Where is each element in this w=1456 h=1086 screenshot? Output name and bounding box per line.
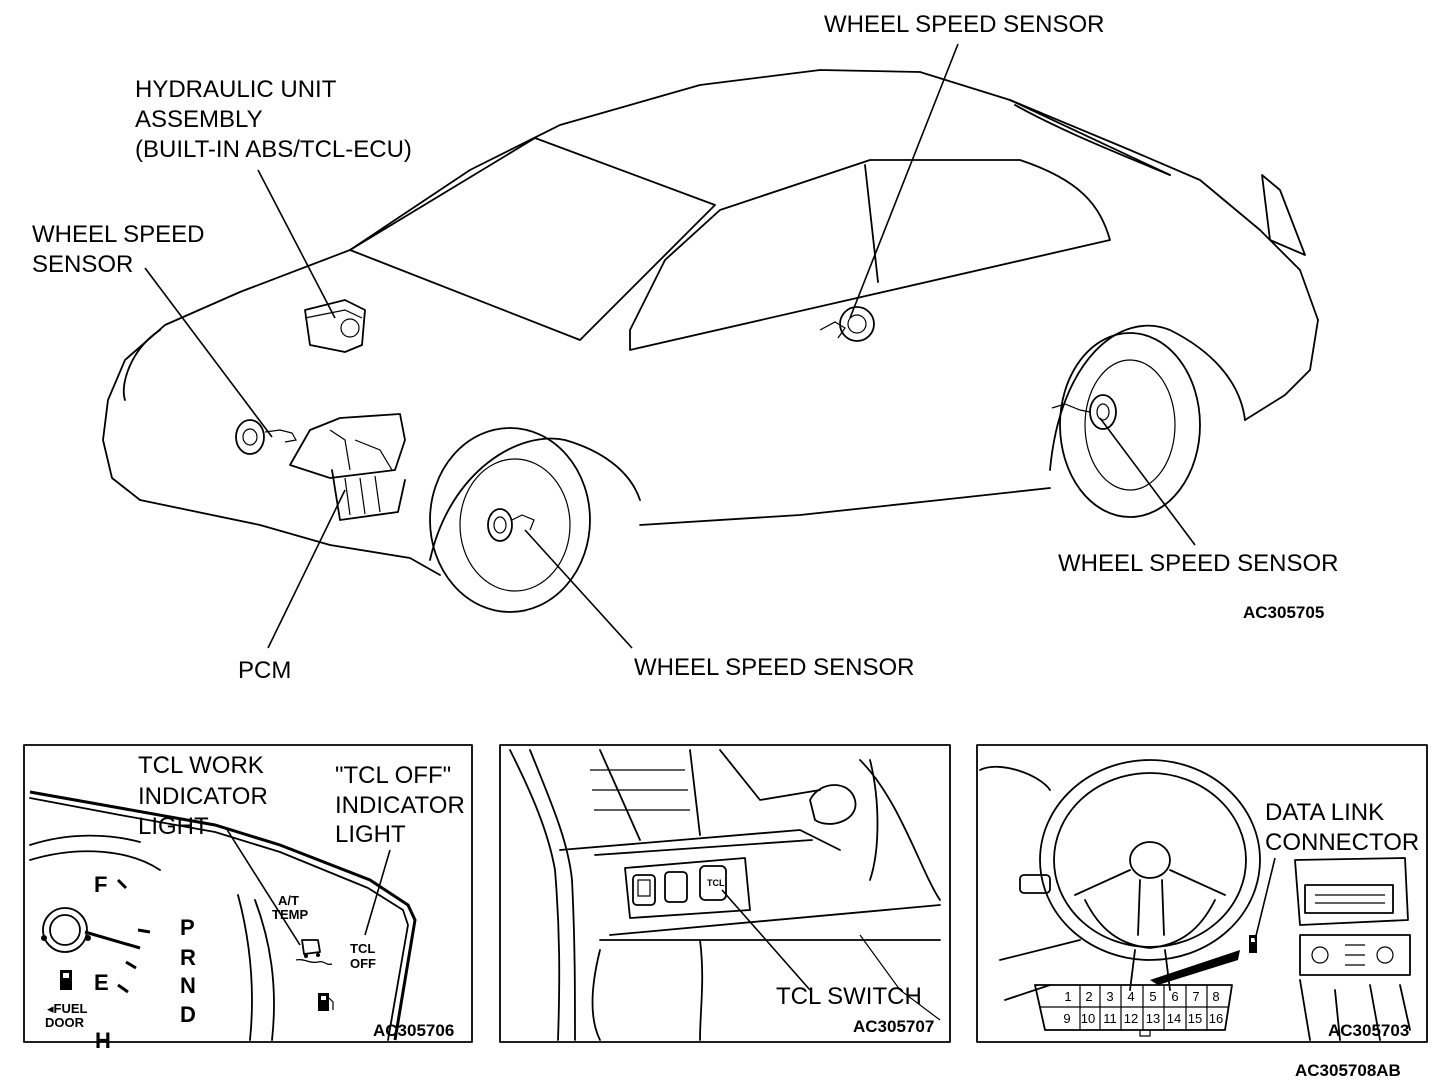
dlc-pin-4: 4 (1127, 989, 1134, 1004)
figure-code-dlc: AC305703 (1328, 1021, 1409, 1040)
dlc-pin-13: 13 (1146, 1011, 1160, 1026)
panel-switch (499, 744, 951, 1043)
figure-code-main: AC305705 (1243, 603, 1324, 622)
switch-mark-tcl: TCL (707, 878, 725, 888)
gauge-mark-off: OFF (350, 956, 376, 971)
figure-code-overall: AC305708AB (1295, 1061, 1401, 1080)
label-hydraulic-unit-line2: ASSEMBLY (135, 106, 263, 133)
label-tcl-switch: TCL SWITCH (776, 983, 922, 1010)
dlc-pin-8: 8 (1212, 989, 1219, 1004)
gauge-mark-fuel-door-line1: ◂FUEL (47, 1001, 88, 1016)
label-wss-front-bottom: WHEEL SPEED SENSOR (634, 654, 915, 681)
label-wss-front-left-line1: WHEEL SPEED (32, 221, 205, 248)
label-wss-rear-right: WHEEL SPEED SENSOR (1058, 550, 1339, 577)
label-pcm: PCM (238, 657, 291, 684)
dlc-pin-3: 3 (1106, 989, 1113, 1004)
dlc-pin-11: 11 (1103, 1011, 1117, 1026)
dlc-pin-9: 9 (1063, 1011, 1070, 1026)
figure-code-switch: AC305707 (853, 1017, 934, 1036)
dlc-pin-12: 12 (1124, 1011, 1138, 1026)
panel-cluster (23, 744, 473, 1043)
label-tcl-work-line3: LIGHT (138, 813, 209, 840)
gauge-mark-tcl: TCL (350, 941, 375, 956)
label-dlc-line2: CONNECTOR (1265, 829, 1419, 856)
gauge-mark-e: E (94, 970, 109, 995)
gauge-mark-at-line1: A/T (278, 893, 299, 908)
dlc-pin-6: 6 (1171, 989, 1178, 1004)
gauge-mark-f: F (94, 872, 107, 897)
dlc-pin-5: 5 (1149, 989, 1156, 1004)
label-wss-front-left-line2: SENSOR (32, 251, 133, 278)
label-dlc-line1: DATA LINK (1265, 799, 1384, 826)
label-wss-rear-top: WHEEL SPEED SENSOR (824, 11, 1105, 38)
dlc-pin-row-bottom: 9 10 11 12 13 14 15 16 (1063, 1011, 1223, 1026)
dlc-pin-15: 15 (1188, 1011, 1202, 1026)
gauge-mark-fuel-door-line2: DOOR (45, 1015, 85, 1030)
leader-lines-main (144, 43, 1196, 649)
panel-dlc (976, 744, 1428, 1043)
dlc-pin-16: 16 (1209, 1011, 1223, 1026)
dlc-pin-1: 1 (1064, 989, 1071, 1004)
figure-code-cluster: AC305706 (373, 1021, 454, 1040)
dlc-pin-7: 7 (1192, 989, 1199, 1004)
label-tcl-work-line2: INDICATOR (138, 783, 268, 810)
label-hydraulic-unit-line1: HYDRAULIC UNIT (135, 76, 337, 103)
gear-d: D (180, 1002, 196, 1027)
gear-n: N (180, 973, 196, 998)
label-tcl-work-line1: TCL WORK (138, 752, 264, 779)
gear-p: P (180, 915, 195, 940)
dlc-pin-14: 14 (1167, 1011, 1181, 1026)
gauge-mark-h: H (95, 1028, 111, 1053)
label-tcl-off-line2: INDICATOR (335, 792, 465, 819)
gear-r: R (180, 945, 196, 970)
label-tcl-off-line3: LIGHT (335, 821, 406, 848)
label-hydraulic-unit-line3: (BUILT-IN ABS/TCL-ECU) (135, 136, 412, 163)
dlc-pin-10: 10 (1081, 1011, 1095, 1026)
gauge-mark-at-line2: TEMP (272, 907, 308, 922)
dlc-pin-2: 2 (1085, 989, 1092, 1004)
car-illustration (102, 69, 1319, 613)
label-tcl-off-line1: "TCL OFF" (335, 762, 451, 789)
